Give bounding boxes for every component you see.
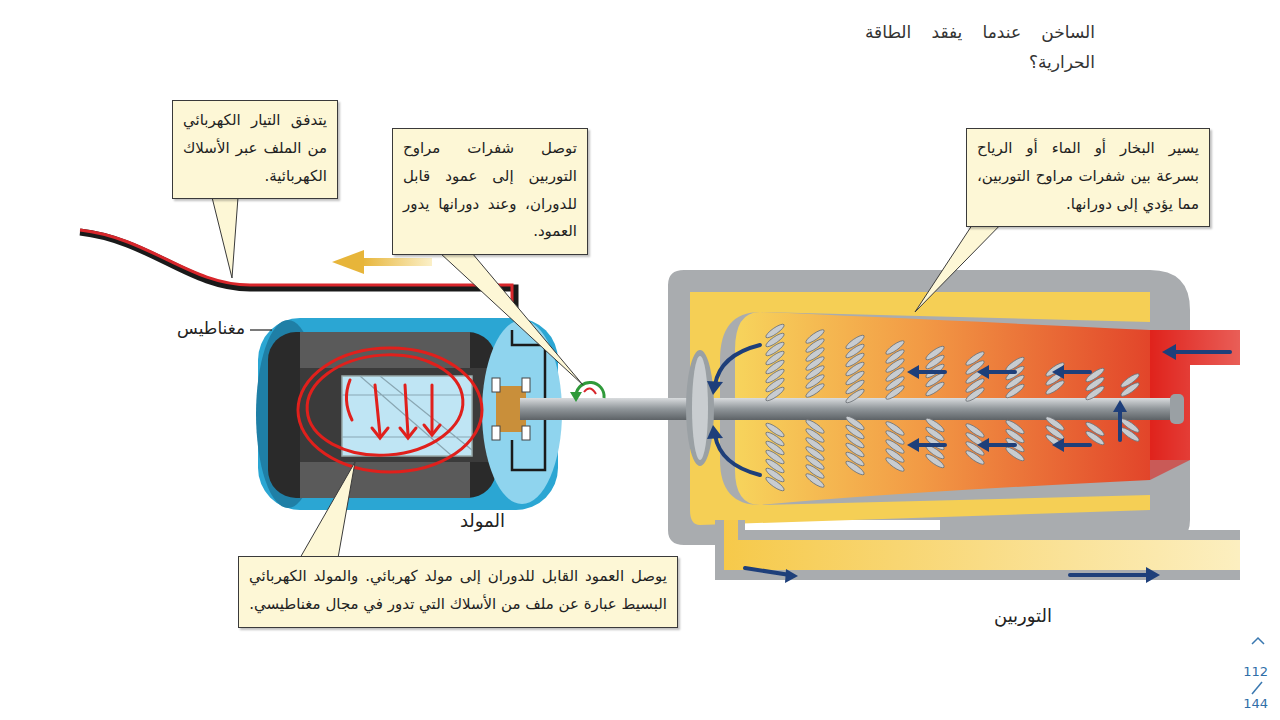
hand-annotation-part	[298, 348, 482, 472]
page-number: 144	[1243, 696, 1268, 711]
flow-arrowheads-part	[907, 438, 919, 452]
shaft	[520, 350, 1184, 466]
turbine-blades-part	[1004, 445, 1025, 463]
turbine-blades-part	[884, 384, 905, 402]
flow-arrowheads	[707, 344, 1176, 583]
turbine-blades-part	[1084, 384, 1105, 402]
hand-annotation-part	[372, 425, 440, 438]
part-label: المولد	[460, 510, 505, 531]
turbine-blades-part	[764, 385, 785, 403]
flow-arrowheads-part	[1113, 400, 1127, 412]
turbine-blades	[764, 322, 1140, 493]
callout-tail	[915, 225, 1000, 312]
turbine-blades-part	[1119, 426, 1140, 444]
flow-arrowheads-part	[707, 381, 723, 395]
flow-arrowheads-part	[1162, 344, 1176, 360]
flow-arrowheads-part	[785, 569, 798, 583]
magnet-leader-part	[250, 329, 272, 330]
callout-box: يوصل العمود القابل للدوران إلى مولد كهرب…	[238, 556, 678, 628]
generator-part	[492, 426, 500, 440]
page-nav-part	[1252, 682, 1262, 694]
part-label: مغناطيس	[177, 318, 245, 338]
turbine-blades-part	[804, 472, 825, 490]
flow-arrows-part	[915, 370, 945, 374]
shaft-part	[692, 356, 708, 460]
hand-annotation-part	[304, 350, 467, 461]
flow-arrowheads-part	[977, 438, 989, 452]
turbine-blades-part	[884, 456, 905, 474]
hand-annotation	[298, 348, 482, 472]
callout-tail	[212, 197, 238, 278]
callout-text: يتدفق التيار الكهربائي من الملف عبر الأس…	[183, 107, 327, 190]
flow-arrowheads-part	[1146, 567, 1160, 583]
turbine-blades-part	[924, 380, 945, 398]
flow-arrows-part	[915, 443, 945, 447]
magnet-leader	[250, 330, 272, 331]
generator-part	[342, 376, 472, 456]
callout-text: يسير البخار أو الماء أو الرياح بسرعة بين…	[977, 135, 1199, 218]
flow-arrows-part	[985, 443, 1015, 447]
hand-annotation-part	[346, 380, 432, 435]
flow-arrows-part	[1118, 410, 1122, 440]
callout-tail	[440, 253, 583, 385]
exhaust-pipe-part	[715, 520, 1240, 580]
flow-arrows-part	[1070, 573, 1150, 577]
rotation-arrow-part	[576, 382, 604, 398]
shaft-part	[1170, 394, 1184, 424]
shaft-part	[686, 350, 714, 466]
question-text: الساخن عندما يفقد الطاقة الحرارية؟	[865, 18, 1095, 78]
flow-arrows-part	[715, 435, 760, 475]
turbine-blades-part	[964, 449, 985, 467]
flow-arrows-part	[1170, 350, 1230, 354]
turbine-blades-part	[844, 459, 865, 477]
callout-box: يسير البخار أو الماء أو الرياح بسرعة بين…	[966, 128, 1210, 227]
turbine-blades-part	[844, 387, 865, 405]
generator	[256, 318, 562, 510]
page-number: 112	[1243, 664, 1268, 679]
flow-arrowheads-part	[907, 365, 919, 379]
flow-arrowheads-part	[1052, 438, 1064, 452]
flow-arrows-part	[715, 345, 760, 385]
turbine-blades-part	[764, 475, 785, 493]
exhaust-pipe	[715, 520, 1240, 580]
rotation-arrow-part	[584, 388, 596, 394]
current-arrow-part	[332, 250, 364, 274]
callout-tail	[300, 462, 355, 558]
part-label: التوربين	[994, 605, 1052, 626]
generator-part	[300, 460, 470, 498]
flow-arrowheads-part	[707, 425, 723, 439]
flow-arrows	[715, 345, 1230, 575]
exhaust-pipe-part	[724, 520, 1240, 570]
callout-box: توصل شفرات مراوح التوربين إلى عمود قابل …	[392, 128, 588, 255]
generator-part	[342, 376, 472, 456]
turbine-blades-part	[1044, 379, 1065, 397]
generator-part	[268, 332, 496, 498]
turbine-blades-part	[964, 386, 985, 404]
callout-text: يوصل العمود القابل للدوران إلى مولد كهرب…	[249, 563, 667, 619]
flow-arrowheads-part	[1052, 365, 1064, 379]
generator-part	[522, 378, 530, 392]
flow-arrows-part	[1060, 443, 1090, 447]
flow-arrowheads-part	[977, 365, 989, 379]
rotation-arrow-part	[570, 392, 582, 402]
flow-arrows-part	[1060, 370, 1090, 374]
rotation-arrow	[570, 382, 604, 402]
turbine-blades-part	[804, 382, 825, 400]
flow-arrows-part	[985, 370, 1015, 374]
flow-arrows-part	[745, 568, 790, 575]
turbine-blades-part	[1004, 382, 1025, 400]
callout-box: يتدفق التيار الكهربائي من الملف عبر الأس…	[172, 100, 338, 199]
generator-part	[492, 378, 500, 392]
turbine-blades-part	[1119, 381, 1140, 399]
current-arrow-part	[362, 258, 432, 266]
turbine-blades-part	[924, 452, 945, 470]
generator-part	[522, 426, 530, 440]
page-nav-part	[1252, 638, 1264, 644]
callout-text: توصل شفرات مراوح التوربين إلى عمود قابل …	[403, 135, 577, 246]
